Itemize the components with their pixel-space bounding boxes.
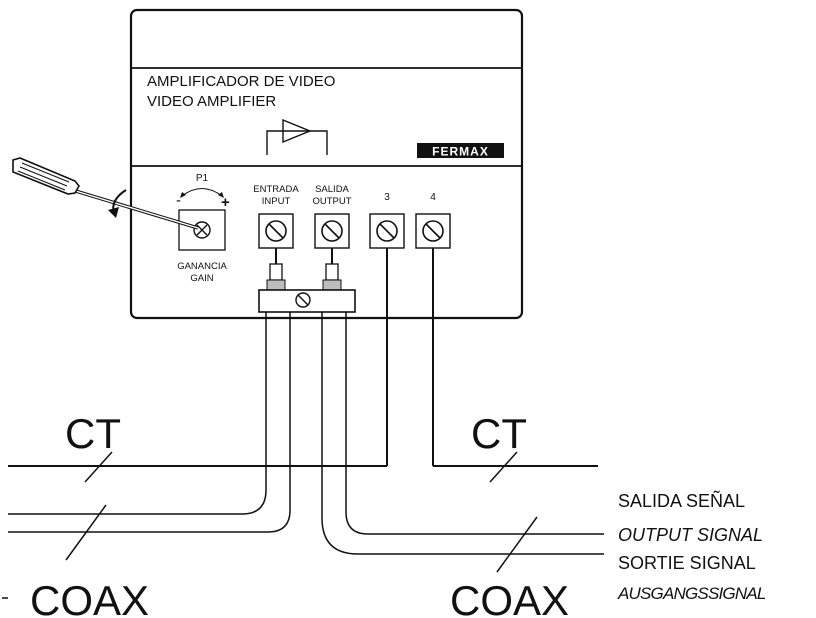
screwdriver-icon [12, 157, 199, 230]
terminal-output[interactable] [314, 213, 350, 249]
ct-wires [8, 248, 598, 467]
terminal-input-label-es: ENTRADA [253, 184, 299, 195]
adjust-arc-icon [181, 188, 223, 197]
turn-arrowhead-icon [108, 207, 119, 218]
terminal-output-label-en: OUTPUT [312, 196, 351, 207]
ct-left-label: CT [65, 410, 121, 457]
gain-potentiometer[interactable] [178, 209, 226, 251]
terminal-3[interactable] [369, 213, 405, 249]
terminal-3-label: 3 [384, 192, 390, 203]
terminal-input[interactable] [258, 213, 294, 249]
coax-dielectric [266, 263, 342, 293]
adjuster-caption-en: GAIN [190, 273, 213, 284]
adjuster-plus: + [221, 194, 230, 211]
device-title-en: VIDEO AMPLIFIER [147, 93, 276, 110]
coax-core-wires [275, 248, 333, 264]
coax-left-label: COAX [30, 577, 149, 618]
arc-arrow-left-icon [180, 192, 186, 198]
brand-logo: FERMAX [417, 143, 504, 159]
adjuster-minus: - [176, 192, 181, 209]
output-signal-es: SALIDA SEÑAL [618, 490, 745, 511]
output-signal-de: AUSGANGSSIGNAL [617, 584, 766, 603]
coax-cable-left [8, 312, 291, 533]
adjuster-caption-es: GANANCIA [177, 261, 227, 272]
brand-logo-text: FERMAX [432, 145, 489, 159]
bundle-slash-marks [65, 451, 538, 573]
cable-clamp[interactable] [258, 289, 356, 313]
amplifier-symbol-icon [266, 118, 328, 155]
coax-cable-right [321, 312, 604, 555]
coax-right-label: COAX [450, 577, 569, 618]
output-signal-en: OUTPUT SIGNAL [618, 525, 763, 545]
terminal-4[interactable] [415, 213, 451, 249]
ct-right-label: CT [471, 410, 527, 457]
terminal-4-label: 4 [430, 192, 436, 203]
adjuster-label: P1 [196, 173, 209, 184]
terminal-output-label-es: SALIDA [315, 184, 349, 195]
arc-arrow-right-icon [218, 192, 224, 198]
terminal-input-label-en: INPUT [262, 196, 291, 207]
output-signal-fr: SORTIE SIGNAL [618, 553, 756, 573]
device-title-es: AMPLIFICADOR DE VIDEO [147, 73, 335, 90]
